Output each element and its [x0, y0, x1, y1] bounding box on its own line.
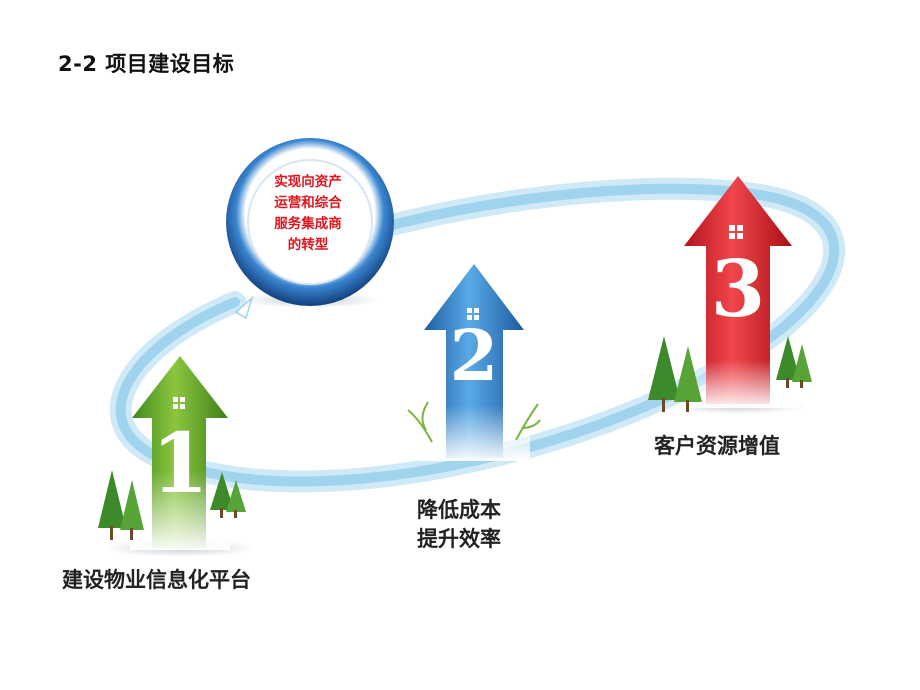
page-title: 2-2 项目建设目标: [58, 52, 235, 76]
tree-cluster-step1: [210, 472, 246, 518]
step-3-caption-line: 客户资源增值: [654, 434, 780, 458]
tree-cluster-step3-left: [648, 336, 702, 412]
goal-line-1: 实现向资产: [274, 174, 342, 190]
step-1-number: 1: [151, 416, 208, 512]
goal-circle-text: 实现向资产 运营和综合 服务集成商 的转型: [248, 172, 368, 256]
step-1-caption-line: 建设物业信息化平台: [62, 568, 251, 592]
window-icon: [467, 308, 479, 320]
goal-line-3: 服务集成商: [274, 216, 342, 232]
step-2-caption-line-1: 降低成本: [417, 498, 501, 522]
step-3-number: 3: [711, 244, 765, 335]
step-2-caption-line-2: 提升效率: [417, 527, 501, 551]
goal-line-2: 运营和综合: [274, 195, 342, 211]
step-1-caption: 建设物业信息化平台: [62, 566, 251, 595]
sprout-icon: [407, 401, 541, 443]
tree-cluster-left: [98, 470, 144, 540]
window-icon: [729, 225, 743, 239]
step-3-arrow: 3: [668, 176, 808, 414]
step-3-caption: 客户资源增值: [654, 432, 780, 461]
tree-cluster-step3-right: [776, 336, 812, 388]
goal-circle: [226, 138, 394, 308]
step-2-arrow: 2: [420, 264, 530, 461]
goal-line-4: 的转型: [287, 237, 329, 253]
step-1-arrow: 1: [105, 356, 255, 557]
window-icon: [173, 397, 185, 409]
step-2-caption: 降低成本 提升效率: [417, 496, 501, 554]
step-2-number: 2: [450, 314, 499, 397]
